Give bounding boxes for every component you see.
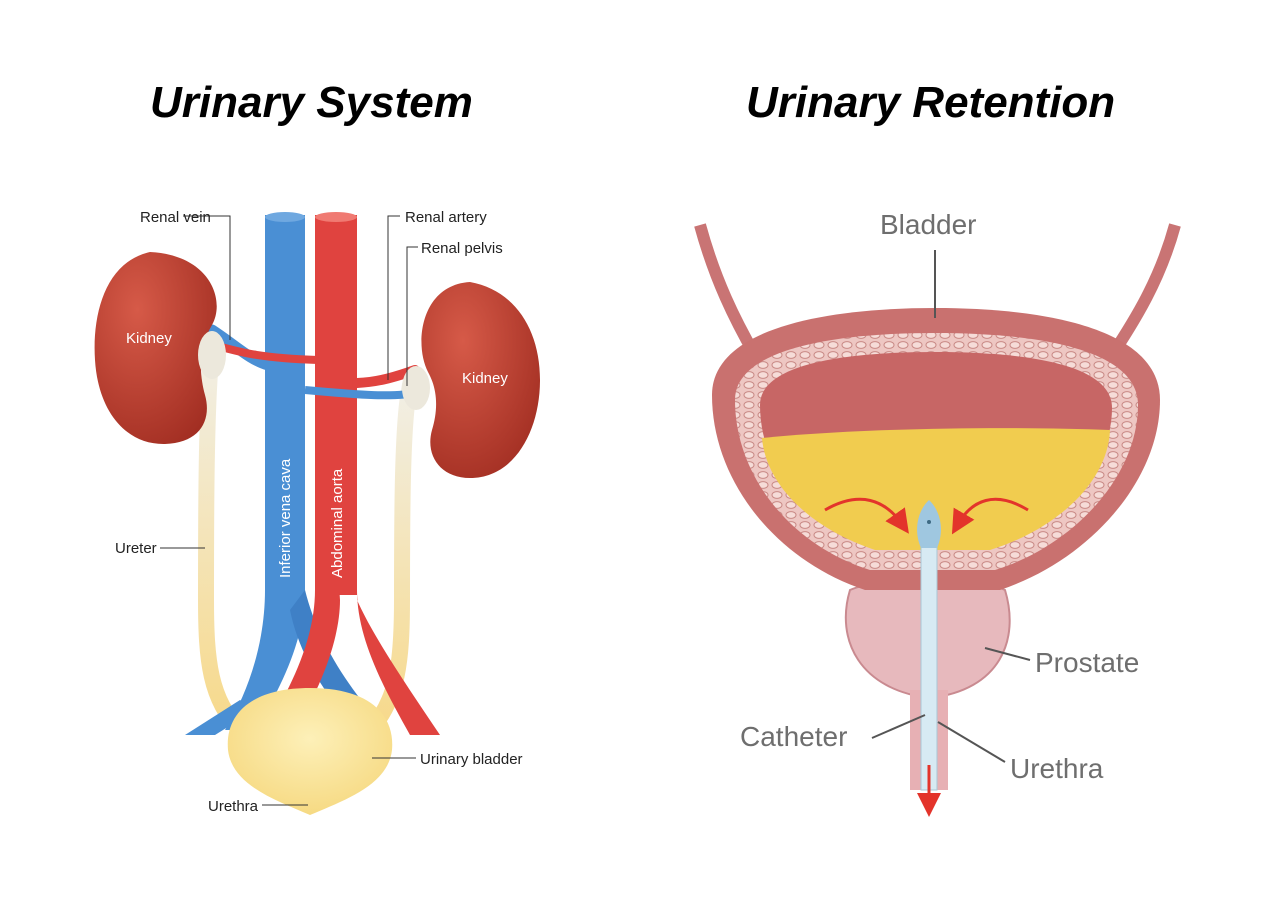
title-urinary-system: Urinary System <box>150 78 473 127</box>
catheter <box>920 539 938 791</box>
label-renal-artery: Renal artery <box>405 209 487 226</box>
label-catheter: Catheter <box>740 721 847 752</box>
label-urethra-right: Urethra <box>1010 753 1104 784</box>
renal-pelvis-left <box>198 331 226 379</box>
kidney-right <box>421 282 540 478</box>
catheter-eyelet <box>927 520 931 524</box>
inferior-vena-cava <box>225 215 305 730</box>
urinary-bladder <box>227 688 393 815</box>
label-urethra-left: Urethra <box>208 798 259 815</box>
label-kidney-left: Kidney <box>126 330 172 347</box>
renal-pelvis-right <box>402 366 430 410</box>
label-urinary-bladder: Urinary bladder <box>420 751 523 768</box>
kidney-left <box>94 252 217 445</box>
label-kidney-right: Kidney <box>462 370 508 387</box>
urinary-retention-diagram: Bladder Prostate Catheter Urethra <box>694 209 1181 817</box>
label-prostate: Prostate <box>1035 647 1139 678</box>
vena-cava-branch-left <box>185 700 255 735</box>
flow-arrow-right <box>951 497 1029 535</box>
label-bladder: Bladder <box>880 209 977 240</box>
leader-catheter <box>871 714 926 739</box>
urine-retained <box>762 428 1110 550</box>
aorta-top <box>315 212 357 222</box>
leader-renal-artery <box>387 215 400 380</box>
label-inferior-vena-cava: Inferior vena cava <box>277 458 294 578</box>
leader-renal-vein <box>183 215 231 340</box>
label-renal-vein: Renal vein <box>140 209 211 226</box>
leader-urethra-right <box>937 721 1006 763</box>
left-ureter <box>197 342 248 738</box>
ureter-left-retention <box>694 223 761 358</box>
vena-cava-top <box>265 212 305 222</box>
urinary-system-diagram: Renal vein Renal artery Renal pelvis Kid… <box>94 209 540 815</box>
label-abdominal-aorta: Abdominal aorta <box>329 468 346 578</box>
label-ureter: Ureter <box>115 540 157 557</box>
leader-renal-pelvis <box>406 246 418 386</box>
title-urinary-retention: Urinary Retention <box>746 78 1116 127</box>
flow-arrow-left <box>824 497 909 534</box>
aorta-trunk <box>315 215 357 595</box>
label-renal-pelvis: Renal pelvis <box>421 240 503 257</box>
leader-prostate <box>984 647 1031 661</box>
ureter-right-retention <box>1106 223 1181 359</box>
